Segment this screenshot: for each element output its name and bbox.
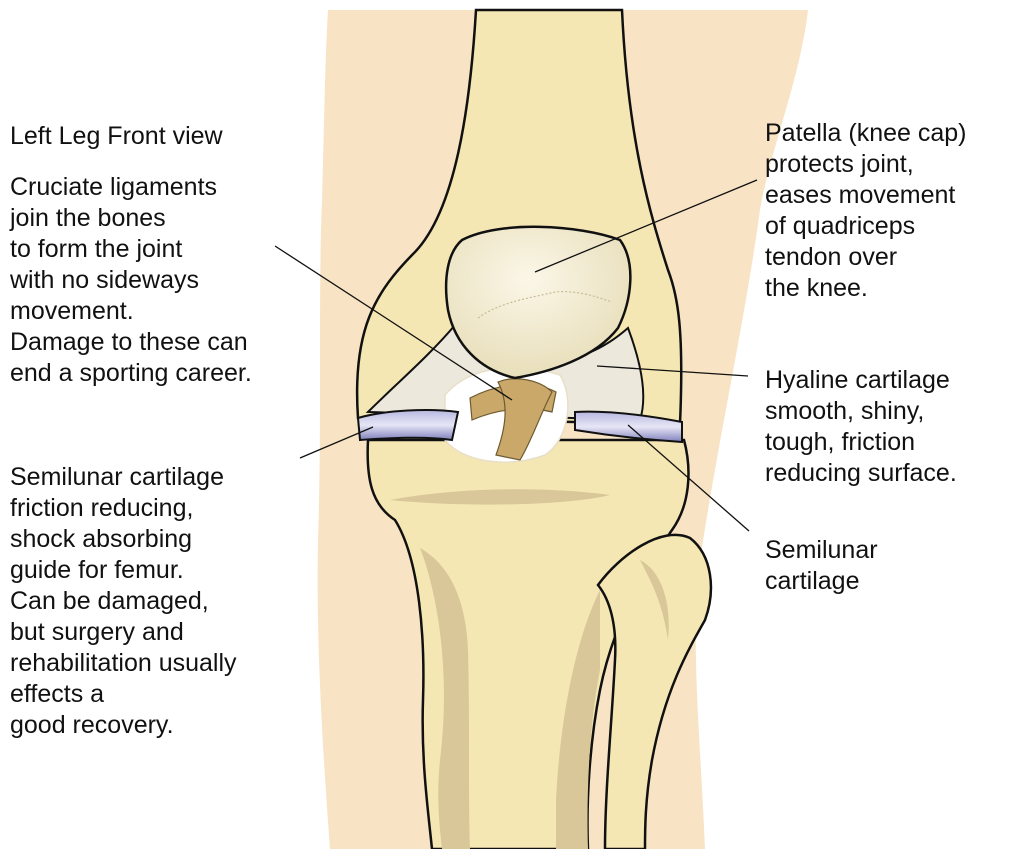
title-text: Left Leg Front view: [10, 122, 223, 150]
hyaline-line: Hyaline cartilage: [765, 365, 957, 396]
semilunar-right-line: Semilunar: [765, 535, 878, 566]
cruciate-line: with no sideways: [10, 265, 252, 296]
patella-label: Patella (knee cap) protects joint, eases…: [765, 118, 967, 304]
semilunar-left-line: guide for femur.: [10, 555, 237, 586]
patella-line: tendon over: [765, 242, 967, 273]
semilunar-left-line: friction reducing,: [10, 493, 237, 524]
hyaline-line: tough, friction: [765, 427, 957, 458]
meniscus-left: [358, 410, 458, 440]
cruciate-ligaments-label: Cruciate ligaments join the bones to for…: [10, 172, 252, 389]
cruciate-line: join the bones: [10, 203, 252, 234]
cruciate-line: end a sporting career.: [10, 358, 252, 389]
patella-line: protects joint,: [765, 149, 967, 180]
patella-line: eases movement: [765, 180, 967, 211]
patella-line: of quadriceps: [765, 211, 967, 242]
diagram-title: Left Leg Front view: [10, 121, 223, 152]
patella-line: Patella (knee cap): [765, 118, 967, 149]
semilunar-left-line: Semilunar cartilage: [10, 462, 237, 493]
semilunar-left-line: effects a: [10, 679, 237, 710]
semilunar-left-line: Can be damaged,: [10, 586, 237, 617]
hyaline-line: reducing surface.: [765, 458, 957, 489]
cruciate-line: Cruciate ligaments: [10, 172, 252, 203]
cruciate-line: to form the joint: [10, 234, 252, 265]
patella-line: the knee.: [765, 273, 967, 304]
semilunar-left-line: but surgery and: [10, 617, 237, 648]
semilunar-cartilage-right-label: Semilunar cartilage: [765, 535, 878, 597]
hyaline-line: smooth, shiny,: [765, 396, 957, 427]
semilunar-left-line: shock absorbing: [10, 524, 237, 555]
semilunar-cartilage-left-label: Semilunar cartilage friction reducing, s…: [10, 462, 237, 741]
semilunar-left-line: good recovery.: [10, 710, 237, 741]
semilunar-right-line: cartilage: [765, 566, 878, 597]
cruciate-line: movement.: [10, 296, 252, 327]
semilunar-left-line: rehabilitation usually: [10, 648, 237, 679]
cruciate-line: Damage to these can: [10, 327, 252, 358]
hyaline-cartilage-label: Hyaline cartilage smooth, shiny, tough, …: [765, 365, 957, 489]
